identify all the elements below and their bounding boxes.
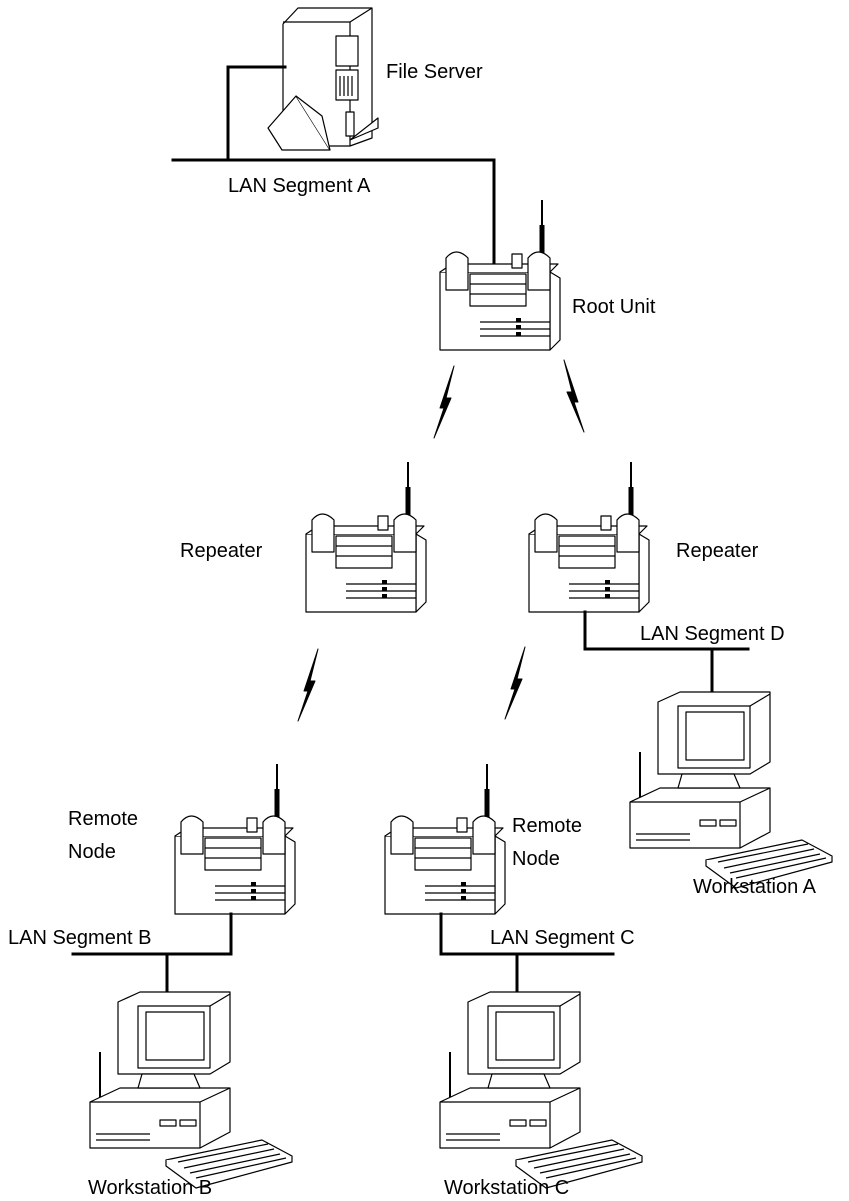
remote-node-left-label-1: Remote xyxy=(68,808,138,830)
wireless-link-icon xyxy=(297,648,319,722)
lan-segment-a-label: LAN Segment A xyxy=(228,175,371,197)
lan-segment-b-label: LAN Segment B xyxy=(8,927,151,949)
workstation-b-label: Workstation B xyxy=(88,1177,212,1199)
lan-segment-d-label: LAN Segment D xyxy=(640,623,785,645)
workstation-c-label: Workstation C xyxy=(444,1177,569,1199)
repeater-right-label: Repeater xyxy=(676,540,759,562)
repeater-left-label: Repeater xyxy=(180,540,263,562)
root-unit-icon xyxy=(440,200,560,350)
remote-node-left-icon xyxy=(175,764,295,914)
root-unit-label: Root Unit xyxy=(572,296,656,318)
file-server-label: File Server xyxy=(386,61,483,83)
file-server-icon xyxy=(267,7,379,151)
workstation-c-icon xyxy=(439,991,643,1189)
remote-node-right-label-2: Node xyxy=(512,848,560,870)
lan-segment-c-label: LAN Segment C xyxy=(490,927,635,949)
workstation-b-icon xyxy=(89,991,293,1189)
remote-node-left-label-2: Node xyxy=(68,841,116,863)
wireless-link-icon xyxy=(433,365,455,439)
remote-node-right-icon xyxy=(385,764,505,914)
repeater-right-icon xyxy=(529,462,649,612)
workstation-a-label: Workstation A xyxy=(693,876,817,898)
wireless-link-icon xyxy=(563,359,585,433)
workstation-a-icon xyxy=(629,691,833,889)
remote-node-right-label-1: Remote xyxy=(512,815,582,837)
repeater-left-icon xyxy=(306,462,426,612)
wireless-link-icon xyxy=(504,646,526,720)
